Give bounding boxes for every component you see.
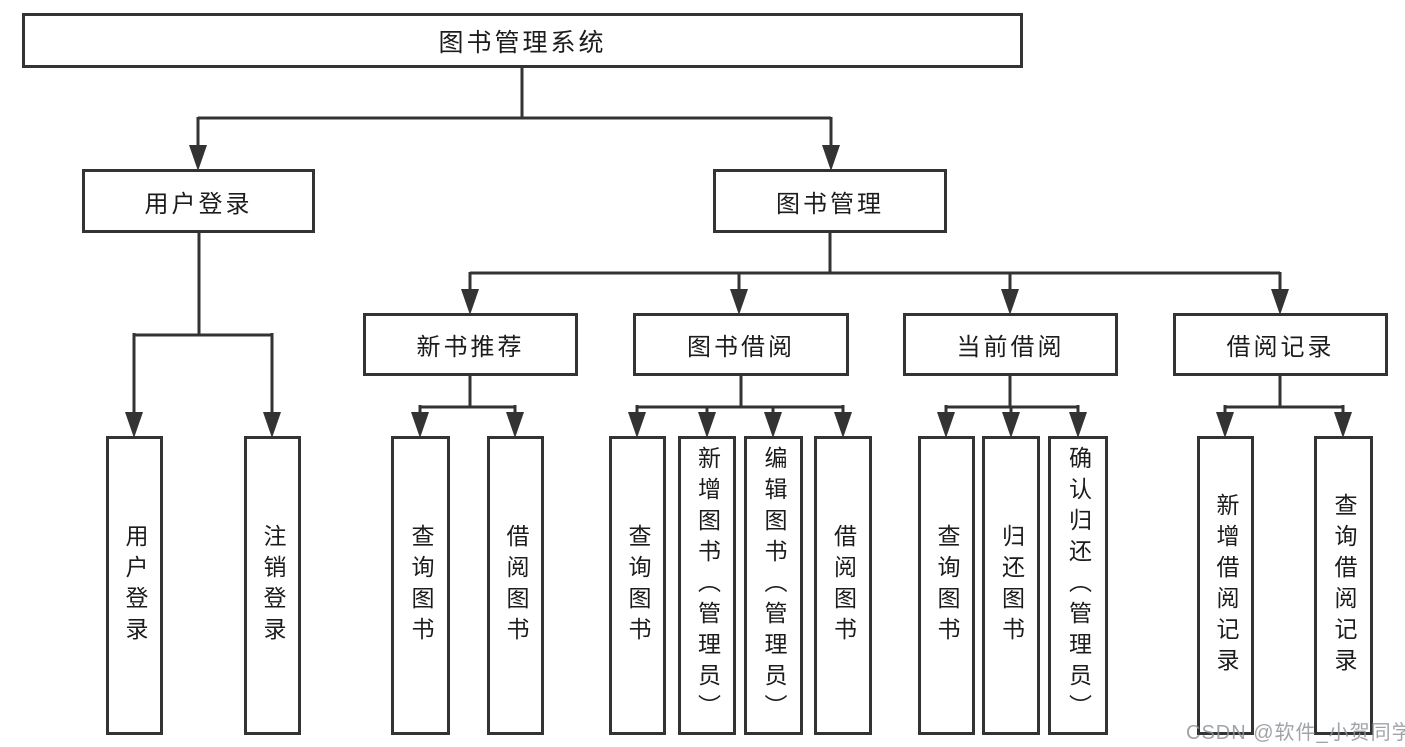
- leaf-br-add-record-label: 新增借阅记录: [1213, 492, 1239, 679]
- leaf-cb-return-book: 归还图书: [982, 436, 1040, 735]
- leaf-user-login: 用户登录: [106, 436, 163, 735]
- node-root: 图书管理系统: [22, 13, 1023, 68]
- leaf-bb-borrow-book: 借阅图书: [814, 436, 872, 735]
- leaf-nb-borrow-book-label: 借阅图书: [503, 523, 529, 648]
- leaf-cb-query-book: 查询图书: [918, 436, 975, 735]
- node-root-label: 图书管理系统: [438, 28, 607, 57]
- leaf-bb-borrow-book-label: 借阅图书: [830, 523, 857, 648]
- node-book-borrow: 图书借阅: [633, 313, 849, 376]
- leaf-nb-query-book: 查询图书: [391, 436, 450, 735]
- node-user-login: 用户登录: [82, 169, 315, 233]
- leaf-br-add-record: 新增借阅记录: [1197, 436, 1254, 735]
- node-new-book-recommend: 新书推荐: [363, 313, 578, 376]
- leaf-nb-borrow-book: 借阅图书: [487, 436, 544, 735]
- node-user-login-label: 用户登录: [144, 190, 253, 218]
- node-book-management-label: 图书管理: [776, 190, 884, 218]
- arrowheads: [125, 145, 1352, 438]
- leaf-bb-query-book: 查询图书: [609, 436, 666, 735]
- leaf-logout: 注销登录: [244, 436, 301, 735]
- node-new-book-recommend-label: 新书推荐: [416, 334, 525, 361]
- leaf-bb-edit-book-admin-label: 编辑图书（管理员）: [761, 446, 787, 725]
- node-borrow-record: 借阅记录: [1173, 313, 1388, 376]
- leaf-bb-add-book-admin: 新增图书（管理员）: [678, 436, 736, 735]
- leaf-cb-confirm-return-admin: 确认归还（管理员）: [1048, 436, 1108, 735]
- leaf-logout-label: 注销登录: [260, 523, 286, 648]
- node-borrow-record-label: 借阅记录: [1226, 334, 1335, 361]
- leaf-bb-edit-book-admin: 编辑图书（管理员）: [744, 436, 803, 735]
- leaf-br-query-record: 查询借阅记录: [1314, 436, 1373, 735]
- leaf-cb-query-book-label: 查询图书: [934, 523, 960, 648]
- node-current-borrow-label: 当前借阅: [956, 334, 1065, 361]
- leaf-br-query-record-label: 查询借阅记录: [1331, 492, 1357, 679]
- node-current-borrow: 当前借阅: [903, 313, 1118, 376]
- leaf-user-login-label: 用户登录: [122, 523, 148, 648]
- leaf-nb-query-book-label: 查询图书: [408, 523, 434, 648]
- leaf-bb-add-book-admin-label: 新增图书（管理员）: [694, 446, 721, 725]
- leaf-cb-return-book-label: 归还图书: [998, 523, 1025, 648]
- leaf-bb-query-book-label: 查询图书: [625, 523, 651, 648]
- csdn-watermark: CSDN @软件_小贺同学: [1186, 722, 1405, 744]
- node-book-borrow-label: 图书借阅: [687, 334, 795, 361]
- leaf-cb-confirm-return-admin-label: 确认归还（管理员）: [1065, 446, 1092, 725]
- node-book-management: 图书管理: [713, 169, 947, 233]
